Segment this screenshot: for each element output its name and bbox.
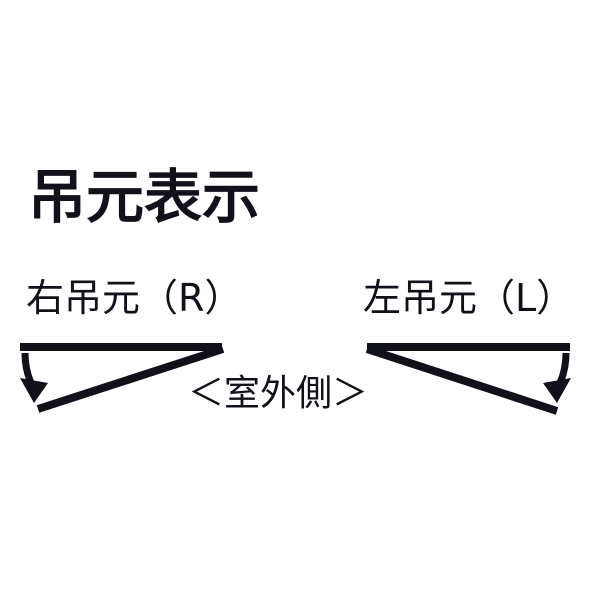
right-panel-diagonal-line (36, 345, 225, 413)
left-hinge-panel-group (365, 343, 571, 415)
label-left-hinge: 左吊元（L） (363, 276, 575, 320)
right-hinge-panel-group (20, 343, 225, 413)
label-right-hinge: 右吊元（R） (26, 276, 243, 320)
page-title: 吊元表示 (28, 163, 261, 231)
label-exterior-side: ＜室外側＞ (188, 373, 369, 414)
left-panel-swing-arrow-head (543, 378, 571, 403)
right-panel-swing-arrow-head (20, 378, 48, 403)
left-panel-diagonal-line (365, 345, 559, 415)
